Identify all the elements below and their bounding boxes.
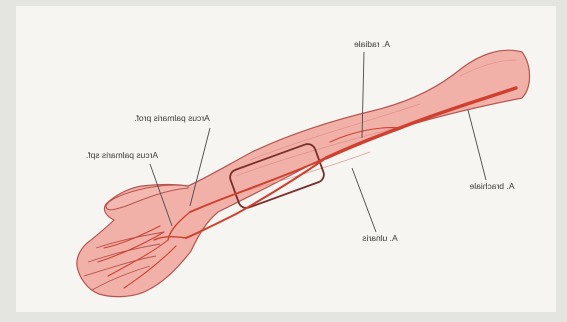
- label-arcus-prof-text: Arcus palmaris prof.: [134, 113, 210, 123]
- label-radiale-text: A. radiale: [354, 39, 390, 49]
- label-ulnaris: A. ulnaris: [362, 233, 397, 243]
- label-arcus-prof: Arcus palmaris prof.: [134, 113, 210, 123]
- label-arcus-spf: Arcus palmaris spf.: [86, 150, 158, 160]
- label-ulnaris-text: A. ulnaris: [362, 233, 397, 243]
- label-brachiale: A. brachiale: [469, 181, 514, 191]
- label-arcus-spf-text: Arcus palmaris spf.: [86, 150, 158, 160]
- label-brachiale-text: A. brachiale: [469, 181, 514, 191]
- label-radiale: A. radiale: [354, 39, 390, 49]
